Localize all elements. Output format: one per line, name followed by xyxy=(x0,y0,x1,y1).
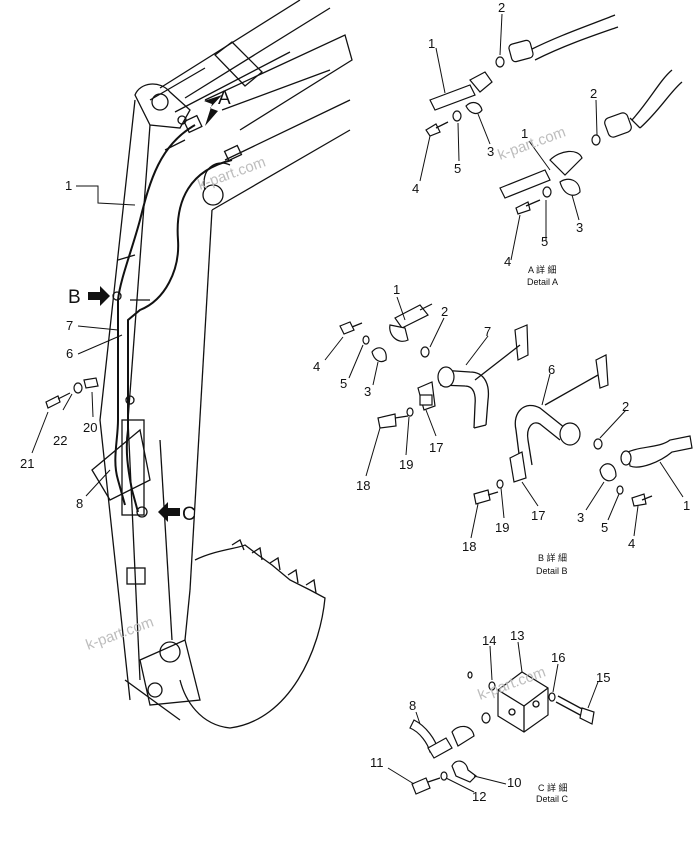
detail-b-illustration xyxy=(339,303,693,507)
detail-c-leaders xyxy=(387,641,599,793)
callout-c-10: 10 xyxy=(507,775,521,790)
arrow-label-b: B xyxy=(68,287,81,308)
callout-b-18-left: 18 xyxy=(356,478,370,493)
detail-c-caption-jp: C 詳 細 xyxy=(538,782,568,793)
callout-c-16: 16 xyxy=(551,650,565,665)
callout-b-4-left: 4 xyxy=(313,359,320,374)
callout-main-7: 7 xyxy=(66,318,73,333)
detail-a-caption-en: Detail A xyxy=(527,277,558,287)
callout-main-22: 22 xyxy=(53,433,67,448)
arrow-label-a: A xyxy=(218,88,231,109)
detail-a-illustration xyxy=(425,14,683,215)
callout-a-4-top: 4 xyxy=(412,181,419,196)
callout-c-12: 12 xyxy=(472,789,486,804)
detail-b-leaders xyxy=(324,296,684,539)
boom-arm-illustration xyxy=(91,0,353,729)
callout-c-14: 14 xyxy=(482,633,496,648)
callout-c-11: 11 xyxy=(370,755,384,770)
callout-b-6: 6 xyxy=(548,362,555,377)
callout-a-3-top: 3 xyxy=(487,144,494,159)
callout-c-13: 13 xyxy=(510,628,524,643)
detail-a-leaders xyxy=(419,13,598,261)
callout-b-2-top: 2 xyxy=(441,304,448,319)
callout-main-20: 20 xyxy=(83,420,97,435)
detail-a-caption-jp: A 詳 細 xyxy=(528,264,557,275)
arrow-a-pointer xyxy=(204,95,222,126)
callout-b-2-right: 2 xyxy=(622,399,629,414)
detail-b-caption-en: Detail B xyxy=(536,566,568,576)
callout-main-8: 8 xyxy=(76,496,83,511)
callout-b-4-right: 4 xyxy=(628,536,635,551)
callout-b-19-left: 19 xyxy=(399,457,413,472)
callout-main-6: 6 xyxy=(66,346,73,361)
callout-a-2-right: 2 xyxy=(590,86,597,101)
detail-b-caption-jp: B 詳 細 xyxy=(538,552,567,563)
arrow-b-pointer xyxy=(88,286,110,306)
callout-a-5-top: 5 xyxy=(454,161,461,176)
callout-b-18-right: 18 xyxy=(462,539,476,554)
main-small-parts xyxy=(45,377,99,409)
callout-a-2-top: 2 xyxy=(498,0,505,15)
watermark-3: k-part.com xyxy=(84,614,156,654)
callout-a-1-right: 1 xyxy=(521,126,528,141)
main-leaders xyxy=(31,185,136,497)
callout-c-15: 15 xyxy=(596,670,610,685)
callout-a-4-bottom: 4 xyxy=(504,254,511,269)
callout-b-7: 7 xyxy=(484,324,491,339)
callout-main-1: 1 xyxy=(65,178,72,193)
callout-b-1-top: 1 xyxy=(393,282,400,297)
callout-c-8: 8 xyxy=(409,698,416,713)
callout-a-3-bottom: 3 xyxy=(576,220,583,235)
callout-main-21: 21 xyxy=(20,456,34,471)
callout-b-3-left: 3 xyxy=(364,384,371,399)
callout-b-17-left: 17 xyxy=(429,440,443,455)
arrow-label-c: C xyxy=(182,504,196,525)
callout-b-17-right: 17 xyxy=(531,508,545,523)
callout-b-19-right: 19 xyxy=(495,520,509,535)
arrow-c-pointer xyxy=(158,502,180,522)
callout-b-5-left: 5 xyxy=(340,376,347,391)
detail-c-illustration xyxy=(409,671,595,795)
callout-b-5-right: 5 xyxy=(601,520,608,535)
callout-b-1-right: 1 xyxy=(683,498,690,513)
detail-c-caption-en: Detail C xyxy=(536,794,569,804)
callout-a-5-bottom: 5 xyxy=(541,234,548,249)
callout-b-3-right: 3 xyxy=(577,510,584,525)
callout-a-1-top: 1 xyxy=(428,36,435,51)
